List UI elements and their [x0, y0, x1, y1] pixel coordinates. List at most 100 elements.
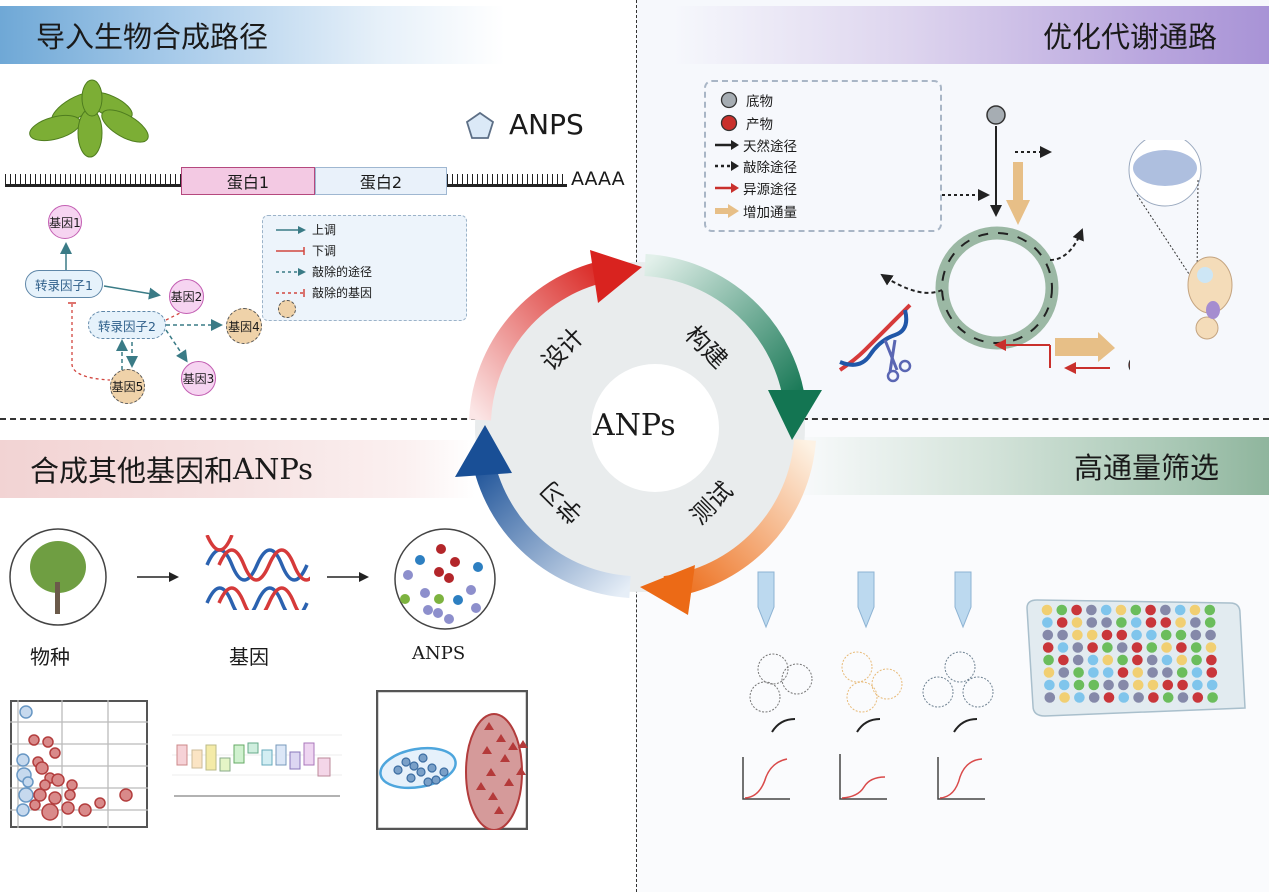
- well: [1072, 654, 1084, 666]
- dna-double-helix-icon: [205, 535, 310, 610]
- well: [1042, 629, 1054, 641]
- panel-title-high-throughput: 高通量筛选: [790, 437, 1269, 495]
- well: [1102, 667, 1114, 678]
- legend-native-pathway: 天然途径: [715, 135, 797, 155]
- well: [1071, 617, 1083, 628]
- well: [1057, 629, 1068, 641]
- well: [1044, 692, 1056, 703]
- well: [1162, 679, 1174, 691]
- well: [1148, 692, 1159, 703]
- plant-icon: [29, 79, 149, 158]
- well: [1056, 604, 1068, 616]
- well: [1192, 679, 1203, 691]
- center-circle: [591, 364, 719, 492]
- legend-label: 下调: [312, 244, 337, 258]
- well: [1116, 642, 1128, 653]
- well: [1041, 604, 1053, 616]
- well: [1192, 692, 1204, 703]
- well: [1206, 679, 1218, 691]
- title-text-en: ANPs: [233, 452, 313, 486]
- regulation-legend: [262, 215, 467, 321]
- well: [1132, 679, 1144, 691]
- well: [1191, 654, 1202, 666]
- well: [1147, 679, 1159, 691]
- well: [1116, 617, 1127, 628]
- yeast-mitochondria-icon: [1128, 140, 1233, 340]
- transcription-factor-2: 转录因子2: [88, 311, 166, 339]
- well: [1175, 629, 1187, 641]
- well: [1132, 654, 1143, 666]
- gene-1-label: 基因1: [49, 215, 81, 230]
- protein-2-segment: 蛋白2: [315, 167, 447, 195]
- crispr-dna-scissors-icon: [838, 303, 912, 383]
- well: [1088, 692, 1100, 703]
- well: [1161, 642, 1172, 653]
- well: [1118, 679, 1129, 691]
- well: [1058, 679, 1070, 691]
- well: [1057, 642, 1069, 653]
- well: [1117, 667, 1129, 678]
- dashed-arrow-icon: [276, 267, 306, 276]
- well: [1161, 654, 1173, 666]
- panel-title-optimize-metabolism: 优化代谢通路: [672, 6, 1269, 64]
- knocked-out-gene-swatch: [278, 300, 296, 318]
- scatter-plot-thumbnail: [10, 700, 148, 828]
- legend-heterologous-pathway: 异源途径: [715, 178, 797, 198]
- well: [1072, 642, 1084, 653]
- protein-2-label: 蛋白2: [359, 173, 403, 192]
- well: [1056, 617, 1068, 628]
- well: [1118, 692, 1130, 703]
- well: [1145, 604, 1156, 616]
- well: [1207, 692, 1218, 703]
- well: [1145, 617, 1157, 628]
- legend-label: 底物: [746, 94, 773, 110]
- gene-5-label: 基因5: [111, 380, 144, 394]
- well: [1130, 617, 1142, 628]
- well: [1175, 617, 1186, 628]
- well: [1204, 604, 1216, 616]
- protein-1-label: 蛋白1: [226, 173, 270, 192]
- well: [1133, 692, 1144, 703]
- well: [1177, 679, 1188, 691]
- arrow-right-icon: [327, 572, 369, 582]
- tan-arrow-icon: [715, 204, 739, 218]
- screening-tubes-curves: [742, 571, 994, 800]
- gene-3-label: 基因3: [182, 372, 215, 386]
- gene-5-node: 基因5: [110, 369, 145, 404]
- substrate-circle-icon: [720, 91, 738, 109]
- learn-arrowhead: [455, 425, 512, 477]
- tf2-label: 转录因子2: [98, 318, 156, 334]
- legend-label: 异源途径: [743, 182, 797, 198]
- well: [1088, 667, 1099, 678]
- well: [1101, 629, 1113, 641]
- well: [1101, 617, 1112, 628]
- well: [1147, 667, 1158, 678]
- well: [1204, 617, 1216, 628]
- transcription-factor-1: 转录因子1: [25, 270, 103, 298]
- well: [1059, 692, 1070, 703]
- anps-label: ANPS: [509, 108, 584, 141]
- pathway-legend: [704, 80, 942, 232]
- well: [1190, 629, 1202, 641]
- well: [1146, 654, 1158, 666]
- gene-4-node: 基因4: [226, 308, 262, 344]
- well: [1131, 629, 1142, 641]
- legend-knockout-gene: 敲除的基因: [276, 284, 372, 301]
- black-arrow-icon: [715, 140, 739, 150]
- legend-label: 敲除的基因: [312, 286, 373, 300]
- well: [1043, 667, 1055, 678]
- solid-arrow-icon: [276, 225, 306, 234]
- gene-1-node: 基因1: [48, 205, 82, 239]
- anps-molecules-icon: [394, 528, 496, 630]
- well: [1190, 642, 1202, 653]
- well: [1102, 642, 1113, 653]
- species-caption: 物种: [30, 645, 70, 669]
- well: [1176, 654, 1188, 666]
- gene-2-node: 基因2: [169, 279, 204, 314]
- well: [1073, 679, 1085, 691]
- well: [1117, 654, 1128, 666]
- cycle-center-label: ANPs: [593, 408, 676, 443]
- gene-3-node: 基因3: [181, 361, 216, 396]
- well: [1132, 667, 1144, 678]
